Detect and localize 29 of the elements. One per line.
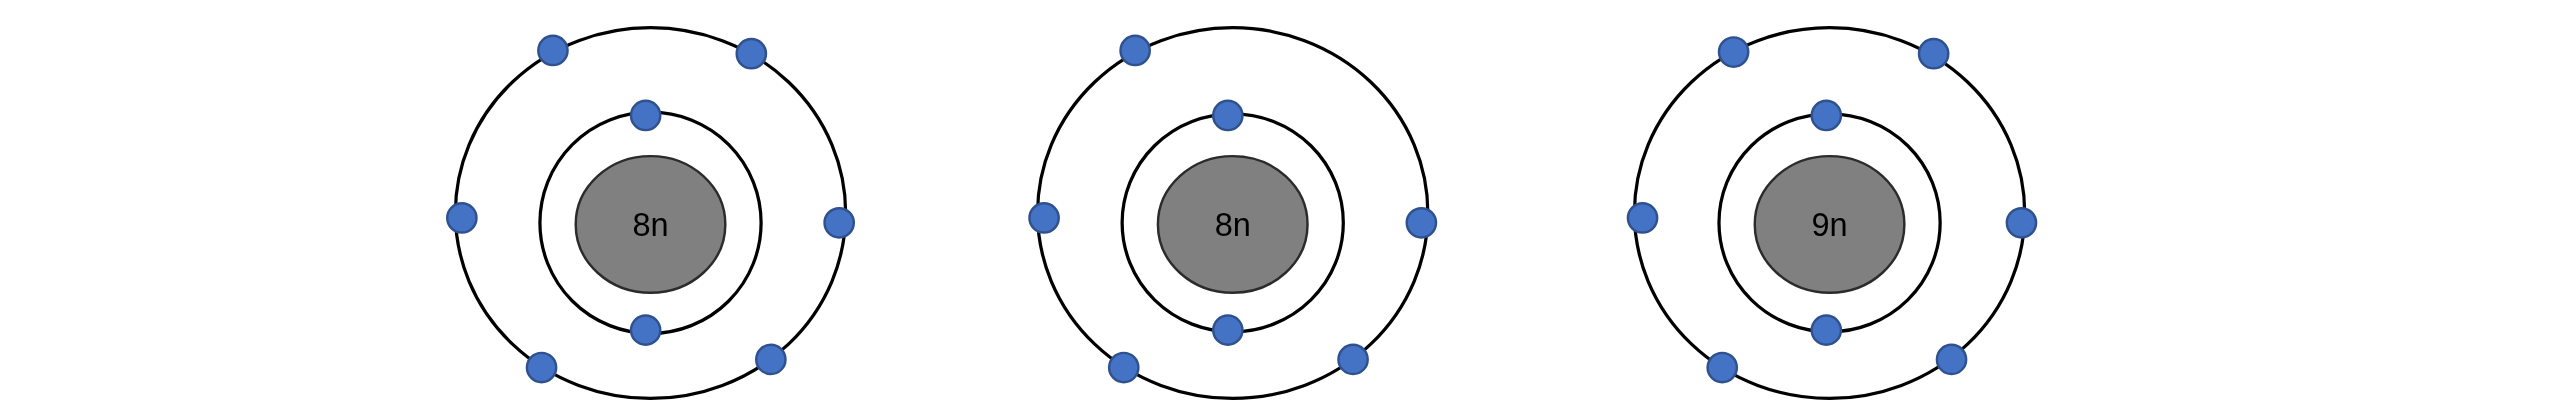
electron — [1935, 343, 1968, 376]
electron — [1705, 351, 1739, 384]
nucleus — [1156, 154, 1310, 295]
electron — [2005, 206, 2038, 240]
electron — [1118, 34, 1152, 67]
electron — [1336, 343, 1370, 376]
electron — [754, 343, 788, 376]
nucleus-label: 8n — [1213, 208, 1252, 241]
nucleus-label: 8n — [631, 208, 670, 241]
electron — [536, 34, 570, 67]
electron — [1810, 313, 1843, 347]
nucleus-label: 9n — [1810, 208, 1849, 241]
nucleus — [574, 154, 727, 295]
electron — [1107, 351, 1140, 384]
nucleus — [1753, 154, 1906, 295]
electron — [1211, 99, 1245, 132]
electron — [1626, 201, 1659, 235]
electron — [1211, 313, 1245, 347]
electron — [629, 313, 662, 347]
electron — [1917, 37, 1950, 70]
electron — [1717, 35, 1750, 69]
electron — [1405, 206, 1438, 240]
electron — [629, 99, 662, 132]
electron — [822, 206, 856, 240]
electron — [735, 37, 768, 70]
electron — [1810, 99, 1843, 132]
electron — [1027, 201, 1061, 235]
electron — [445, 201, 479, 235]
electron — [525, 351, 558, 384]
